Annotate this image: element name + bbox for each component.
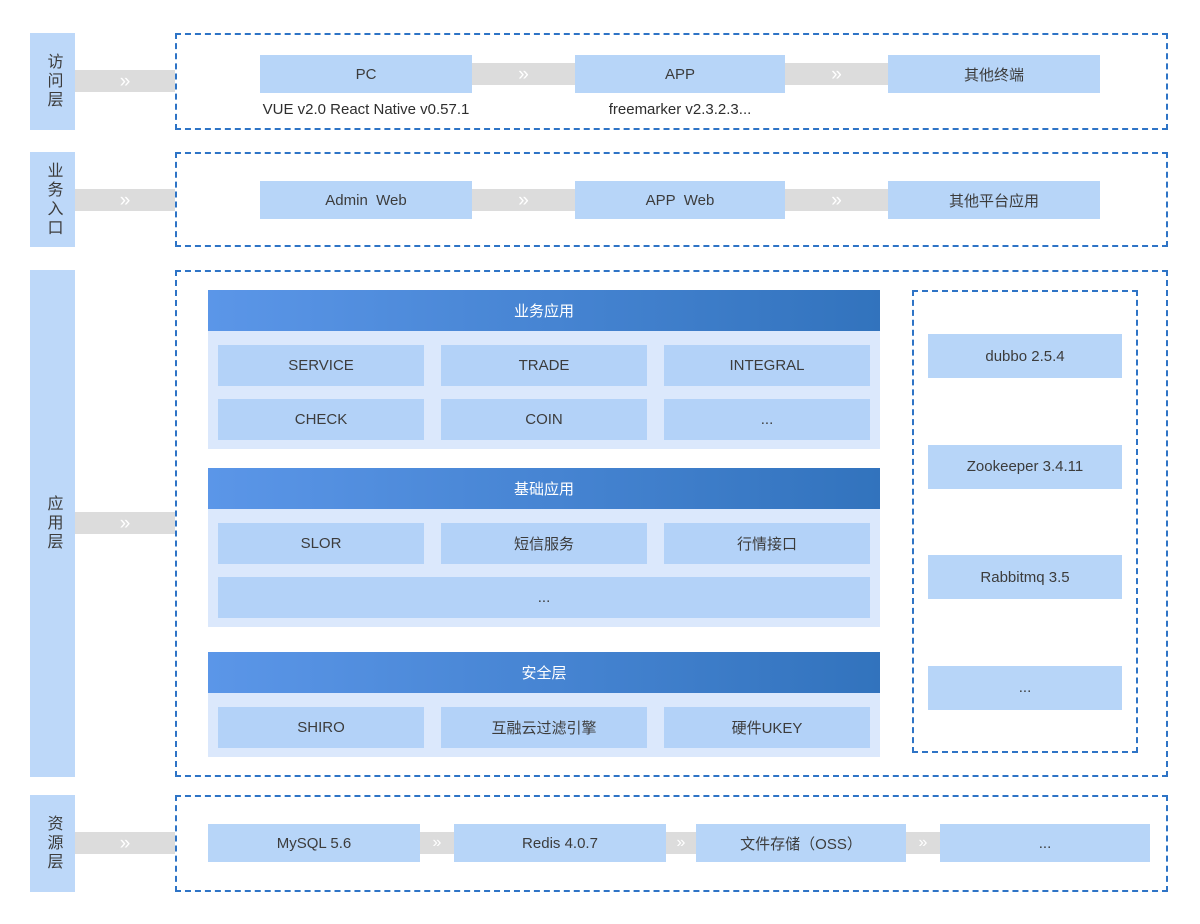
double-chevron-right-icon: » [119,189,131,211]
connector-appweb-other: » [785,189,888,211]
node-dubbo: dubbo 2.5.4 [928,334,1122,378]
cell-hardware-ukey: 硬件UKEY [664,707,870,748]
node-app-web: APP Web [575,181,785,219]
section-business-app: 业务应用 SERVICE TRADE INTEGRAL CHECK COIN .… [208,290,880,449]
layer-label-access: 访问层 [30,33,75,130]
cell-base-more: ... [218,577,870,618]
cell-trade: TRADE [441,345,647,386]
double-chevron-right-icon: » [918,834,928,851]
note-app-stack: freemarker v2.3.2.3... [608,101,752,118]
layer-label-business-entry: 业务入口 [30,152,75,247]
node-middleware-more: ... [928,665,1122,710]
double-chevron-right-icon: » [119,832,131,854]
layer-label-application: 应用层 [30,270,75,777]
cell-integral: INTEGRAL [664,345,870,386]
double-chevron-right-icon: » [518,63,529,85]
connector-application: » [75,512,175,534]
double-chevron-right-icon: » [676,834,686,851]
node-resource-more: ... [940,824,1150,862]
middleware-panel: dubbo 2.5.4 Zookeeper 3.4.11 Rabbitmq 3.… [912,290,1138,753]
connector-business-entry: » [75,189,175,211]
note-pc-stack: VUE v2.0 React Native v0.57.1 [262,101,470,118]
section-security-title: 安全层 [208,652,880,693]
cell-slor: SLOR [218,523,424,564]
node-app: APP [575,55,785,93]
section-base-app-rows: SLOR 短信服务 行情接口 ... [208,509,880,627]
double-chevron-right-icon: » [831,63,842,85]
node-other-terminal: 其他终端 [888,55,1100,93]
section-business-app-rows: SERVICE TRADE INTEGRAL CHECK COIN ... [208,331,880,449]
node-pc: PC [260,55,472,93]
section-base-app: 基础应用 SLOR 短信服务 行情接口 ... [208,468,880,627]
connector-redis-oss: » [666,832,696,854]
section-base-app-title: 基础应用 [208,468,880,509]
layer-label-resource: 资源层 [30,795,75,892]
section-business-app-title: 业务应用 [208,290,880,331]
double-chevron-right-icon: » [119,70,131,92]
cell-hurongyun-filter-engine: 互融云过滤引擎 [441,707,647,748]
node-redis: Redis 4.0.7 [454,824,666,862]
double-chevron-right-icon: » [518,189,529,211]
connector-oss-more: » [906,832,940,854]
connector-mysql-redis: » [420,832,454,854]
access-panel [175,33,1168,130]
cell-market-api: 行情接口 [664,523,870,564]
connector-adminweb-appweb: » [472,189,575,211]
node-file-storage-oss: 文件存储（OSS） [696,824,906,862]
connector-resource: » [75,832,175,854]
connector-access: » [75,70,175,92]
application-panel [175,270,1168,777]
node-admin-web: Admin Web [260,181,472,219]
node-rabbitmq: Rabbitmq 3.5 [928,555,1122,600]
cell-service: SERVICE [218,345,424,386]
section-security-rows: SHIRO 互融云过滤引擎 硬件UKEY [208,693,880,757]
cell-coin: COIN [441,399,647,440]
connector-app-other: » [785,63,888,85]
node-mysql: MySQL 5.6 [208,824,420,862]
cell-sms-service: 短信服务 [441,523,647,564]
double-chevron-right-icon: » [119,512,131,534]
resource-panel [175,795,1168,892]
double-chevron-right-icon: » [432,834,442,851]
cell-check: CHECK [218,399,424,440]
double-chevron-right-icon: » [831,189,842,211]
node-zookeeper: Zookeeper 3.4.11 [928,444,1122,489]
cell-shiro: SHIRO [218,707,424,748]
connector-pc-app: » [472,63,575,85]
node-other-platform-app: 其他平台应用 [888,181,1100,219]
section-security: 安全层 SHIRO 互融云过滤引擎 硬件UKEY [208,652,880,757]
business-entry-panel [175,152,1168,247]
cell-business-more: ... [664,399,870,440]
